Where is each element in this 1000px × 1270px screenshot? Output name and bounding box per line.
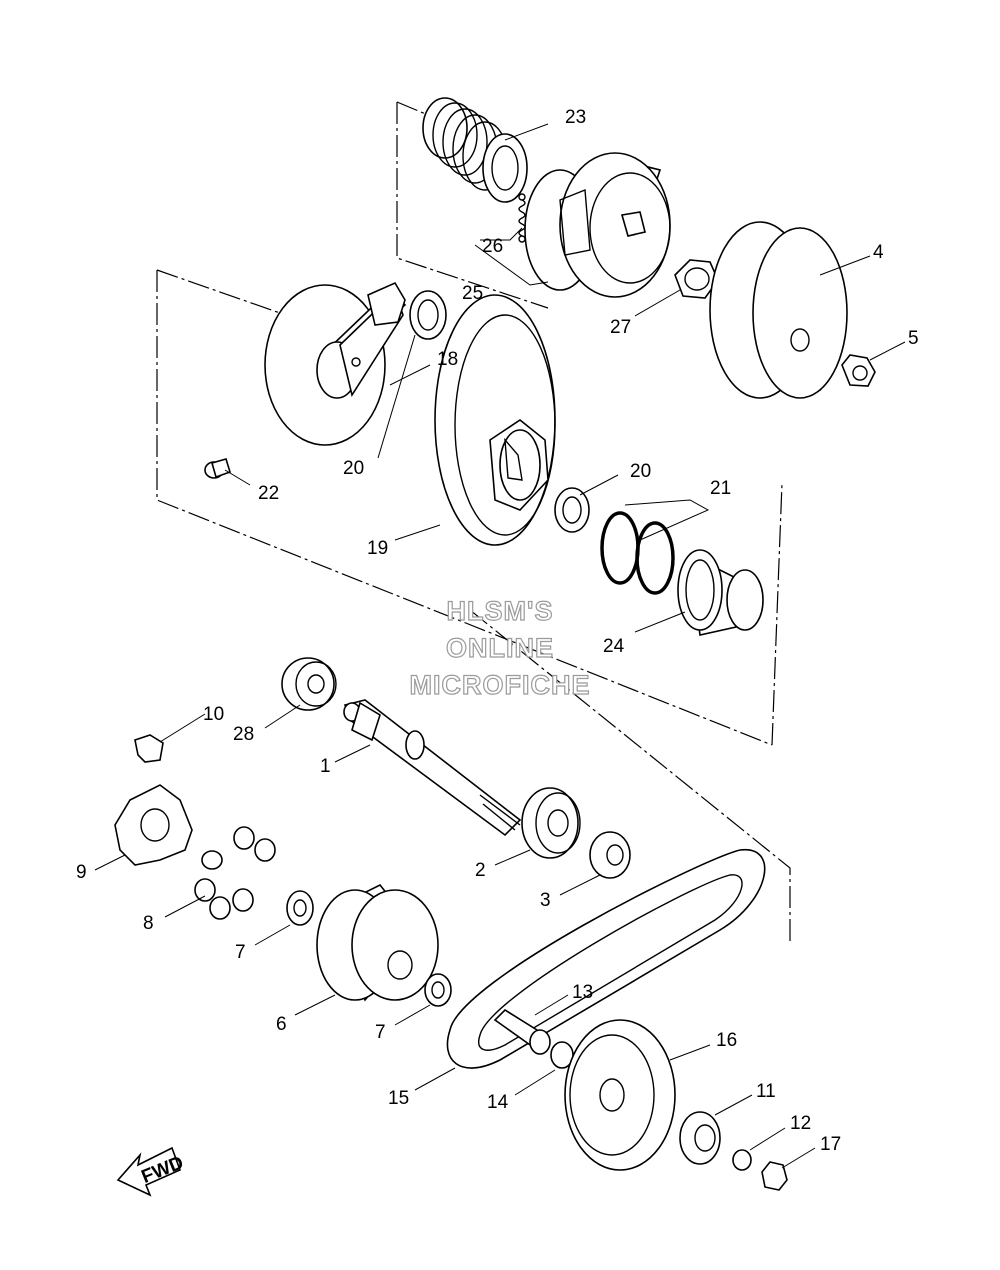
forward-arrow-icon: FWD bbox=[116, 1146, 187, 1197]
primary-collar bbox=[493, 1008, 551, 1055]
nut-washer bbox=[732, 1149, 752, 1171]
callout-23: 23 bbox=[565, 107, 586, 128]
housing-nut bbox=[841, 354, 876, 387]
watermark-line-2: ONLINE bbox=[446, 633, 554, 663]
callout-6: 6 bbox=[276, 1014, 287, 1035]
callout-14: 14 bbox=[487, 1092, 509, 1113]
clutch-shoe-spring bbox=[518, 193, 526, 243]
spacer-collar bbox=[589, 831, 631, 879]
slider-clip bbox=[134, 734, 164, 763]
callout-7b: 7 bbox=[375, 1022, 386, 1043]
callout-16: 16 bbox=[716, 1030, 737, 1051]
callout-9: 9 bbox=[76, 862, 87, 883]
secondary-sheave-group-frame bbox=[156, 269, 783, 746]
primary-sliding-sheave bbox=[316, 883, 439, 1002]
callout-27: 27 bbox=[610, 317, 631, 338]
clutch-carrier-assembly bbox=[524, 152, 671, 298]
callout-17: 17 bbox=[820, 1134, 841, 1155]
roller-weights bbox=[194, 826, 276, 920]
belt-group-frame bbox=[469, 609, 791, 945]
leader-lines bbox=[94, 123, 906, 1169]
primary-fixed-sheave bbox=[564, 1019, 676, 1171]
oil-seal-lower bbox=[554, 487, 590, 533]
callout-4: 4 bbox=[873, 242, 884, 263]
callout-19: 19 bbox=[367, 538, 388, 559]
callout-18: 18 bbox=[437, 349, 458, 370]
bearing-top bbox=[281, 657, 337, 711]
callout-20: 20 bbox=[343, 458, 364, 479]
secondary-sliding-sheave bbox=[434, 294, 556, 546]
callout-10: 10 bbox=[203, 704, 224, 725]
guide-collar bbox=[677, 549, 764, 636]
primary-shaft bbox=[343, 699, 522, 837]
callout-5: 5 bbox=[908, 328, 919, 349]
oil-seal-upper bbox=[409, 290, 447, 340]
callout-24: 24 bbox=[603, 636, 625, 657]
callout-12: 12 bbox=[790, 1113, 811, 1134]
callout-28: 28 bbox=[233, 724, 254, 745]
sheave-nut bbox=[761, 1161, 788, 1191]
cover-bearing bbox=[679, 1111, 721, 1165]
clutch-housing bbox=[709, 221, 848, 399]
o-rings bbox=[600, 511, 675, 595]
callout-26: 26 bbox=[482, 236, 503, 257]
watermark: HLSM'S ONLINE MICROFICHE bbox=[409, 595, 591, 700]
watermark-line-3: MICROFICHE bbox=[410, 670, 591, 700]
watermark-line-1: HLSM'S bbox=[447, 596, 554, 626]
clutch-spring bbox=[422, 97, 528, 203]
callout-22: 22 bbox=[258, 483, 279, 504]
callout-13: 13 bbox=[572, 982, 593, 1003]
washer-upper bbox=[286, 890, 314, 926]
callout-25: 25 bbox=[462, 283, 483, 304]
bearing-middle bbox=[521, 787, 581, 859]
cam-plate bbox=[114, 784, 193, 866]
secondary-fixed-sheave bbox=[264, 281, 407, 446]
callout-2: 2 bbox=[475, 860, 486, 881]
guide-pin bbox=[204, 458, 231, 479]
callout-11: 11 bbox=[756, 1081, 776, 1102]
callout-20b: 20 bbox=[630, 461, 651, 482]
callout-8: 8 bbox=[143, 913, 154, 934]
callout-15: 15 bbox=[388, 1088, 409, 1109]
callout-7: 7 bbox=[235, 942, 246, 963]
callouts: 23 26 25 27 4 5 18 20 22 20 21 19 24 28 … bbox=[76, 107, 919, 1155]
washer-lower bbox=[424, 973, 452, 1007]
v-belt bbox=[446, 849, 766, 1069]
callout-1: 1 bbox=[320, 756, 331, 777]
callout-3: 3 bbox=[540, 890, 551, 911]
callout-21: 21 bbox=[710, 478, 731, 499]
